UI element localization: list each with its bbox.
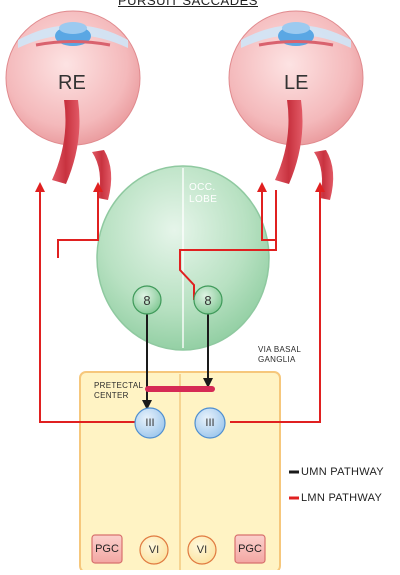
vi-node-left-label: VI [148, 544, 160, 556]
right-eye-muscle [92, 150, 112, 200]
nucleus-III-left [134, 407, 166, 439]
left-eye-muscle [314, 150, 334, 200]
occ-node-left [132, 285, 162, 315]
pretectal-bar [145, 386, 215, 392]
nucleus-III-left-label: III [145, 417, 155, 429]
pgc-box-left [91, 534, 123, 564]
occipital-lobe-label: OCC. LOBE [189, 182, 218, 205]
right-eye [5, 10, 141, 184]
nucleus-III-right-label: III [205, 417, 215, 429]
right-eye-label: RE [58, 72, 86, 94]
left-eye [228, 10, 364, 184]
left-eye-label: LE [284, 72, 309, 94]
umn-arrowheads [142, 378, 213, 410]
vi-node-left [139, 535, 169, 565]
diagram-title: PURSUIT SACCADES [118, 0, 258, 8]
via-basal-ganglia-label: VIA BASAL GANGLIA [258, 345, 302, 364]
legend-lmn-label: LMN PATHWAY [301, 492, 383, 504]
nucleus-III-right [194, 407, 226, 439]
legend-umn-label: UMN PATHWAY [301, 466, 384, 478]
occipital-lobe [96, 165, 270, 351]
lmn-pathway-lines [39, 190, 321, 423]
pretectal-center-label: PRETECTAL CENTER [94, 381, 144, 400]
pgc-left-label: PGC [95, 543, 119, 555]
occ-node-right [193, 285, 223, 315]
occ-node-left-label: 8 [143, 293, 151, 308]
pgc-right-label: PGC [238, 543, 262, 555]
occ-node-right-label: 8 [204, 293, 212, 308]
vi-node-right [187, 535, 217, 565]
vi-node-right-label: VI [196, 544, 208, 556]
lmn-arrowheads [35, 182, 325, 192]
pgc-box-right [234, 534, 266, 564]
